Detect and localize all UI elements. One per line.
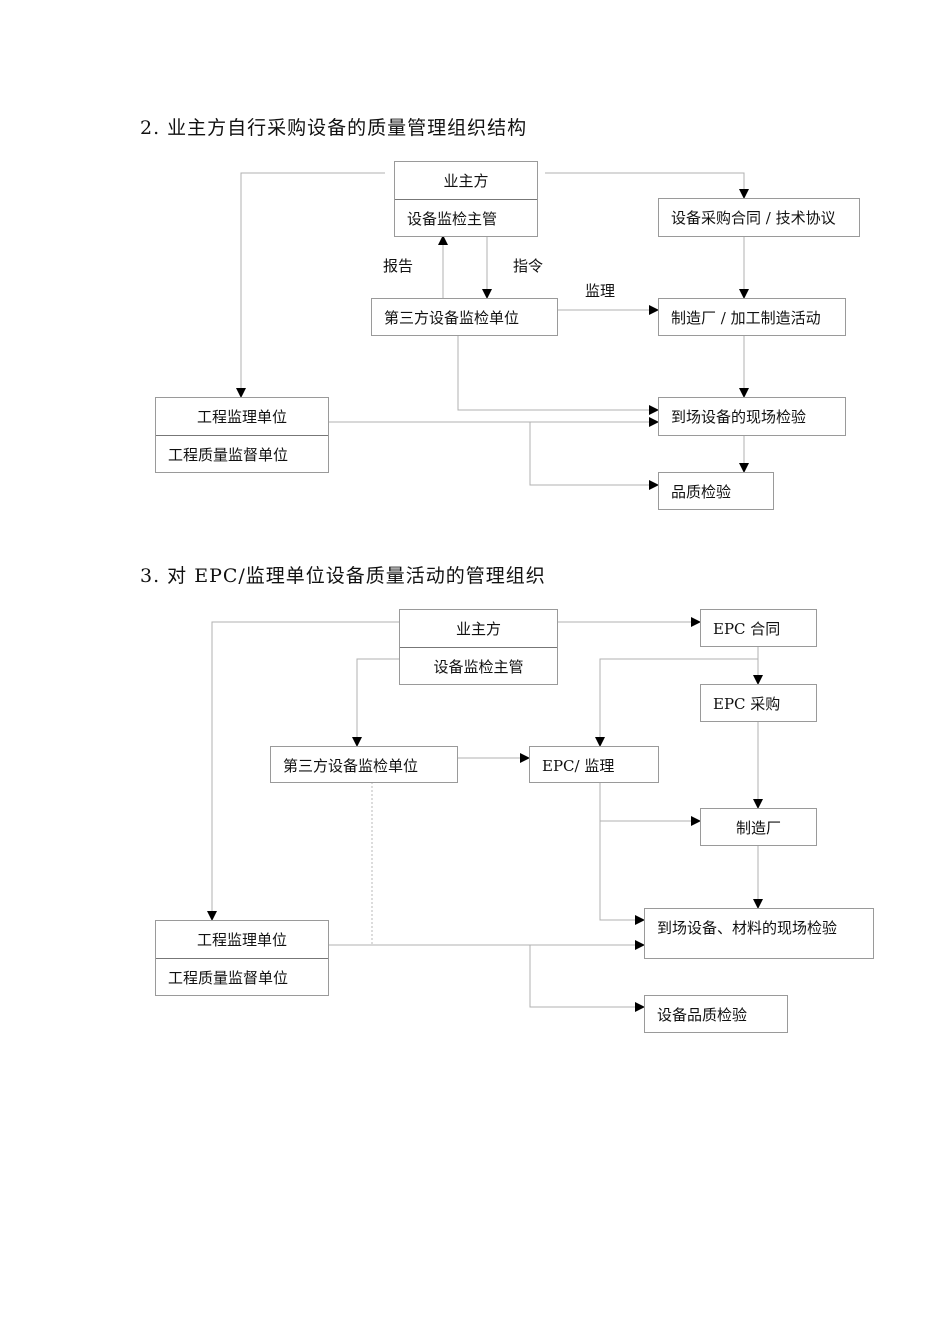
connector3-supervisor-to-third-party <box>352 658 399 747</box>
connector-owner-to-eng-supervision <box>236 172 385 398</box>
third-party-label: 第三方设备监检单位 <box>384 309 520 327</box>
owner-box: 业主方 设备监检主管 <box>394 161 538 237</box>
epc-contract-box: EPC 合同 <box>700 609 817 647</box>
site-inspection3-label: 到场设备、材料的现场检验 <box>657 919 838 937</box>
supervisor3-label: 设备监检主管 <box>400 647 557 685</box>
epc-procurement-box: EPC 采购 <box>700 684 817 722</box>
third-party3-label: 第三方设备监检单位 <box>283 757 419 775</box>
quality-supervision3-label: 工程质量监督单位 <box>156 958 328 996</box>
eng-supervision-box: 工程监理单位 工程质量监督单位 <box>155 397 329 473</box>
eng-supervision3-label: 工程监理单位 <box>196 931 287 949</box>
epc-supervision-box: EPC/ 监理 <box>529 746 659 783</box>
owner3-label: 业主方 <box>455 620 501 638</box>
owner-label: 业主方 <box>443 172 489 190</box>
instruction-label: 指令 <box>513 257 544 275</box>
connector-owner-to-contract <box>545 172 749 199</box>
site-inspection3-box: 到场设备、材料的现场检验 <box>644 908 874 959</box>
factory3-box: 制造厂 <box>700 808 817 846</box>
contract-box: 设备采购合同 / 技术协议 <box>658 198 860 237</box>
eng-supervision3-box: 工程监理单位 工程质量监督单位 <box>155 920 329 996</box>
section2-title: 2. 业主方自行采购设备的质量管理组织结构 <box>140 117 528 139</box>
site-inspection-label: 到场设备的现场检验 <box>671 408 807 426</box>
section3-title: 3. 对 EPC/监理单位设备质量活动的管理组织 <box>140 565 546 587</box>
quality-check3-box: 设备品质检验 <box>644 995 788 1033</box>
supervisor-label: 设备监检主管 <box>395 199 537 237</box>
site-inspection-box: 到场设备的现场检验 <box>658 397 846 436</box>
connector3-eng-to-quality <box>529 945 645 1012</box>
third-party3-box: 第三方设备监检单位 <box>270 746 458 783</box>
connector3-epc-to-site <box>599 782 645 925</box>
quality-supervision-label: 工程质量监督单位 <box>156 435 328 473</box>
owner3-box: 业主方 设备监检主管 <box>399 609 558 685</box>
connector-third-party-to-site <box>457 335 659 415</box>
connector-eng-to-quality <box>529 422 659 490</box>
quality-check-label: 品质检验 <box>671 483 732 501</box>
epc-contract-label: EPC 合同 <box>713 620 781 638</box>
report-label: 报告 <box>383 257 414 275</box>
third-party-box: 第三方设备监检单位 <box>371 298 558 336</box>
quality-check3-label: 设备品质检验 <box>657 1006 748 1024</box>
connector3-contract-to-epc-supervision <box>595 658 758 747</box>
eng-supervision-label: 工程监理单位 <box>196 408 287 426</box>
factory-label: 制造厂 / 加工制造活动 <box>671 309 821 327</box>
contract-label: 设备采购合同 / 技术协议 <box>671 209 836 227</box>
factory-box: 制造厂 / 加工制造活动 <box>658 298 846 336</box>
epc-supervision-label: EPC/ 监理 <box>542 757 615 775</box>
supervise-label: 监理 <box>585 282 616 300</box>
epc-procurement-label: EPC 采购 <box>713 695 781 713</box>
connector3-owner-to-eng-supervision <box>207 621 399 921</box>
factory3-label: 制造厂 <box>735 819 781 837</box>
quality-check-box: 品质检验 <box>658 472 774 510</box>
